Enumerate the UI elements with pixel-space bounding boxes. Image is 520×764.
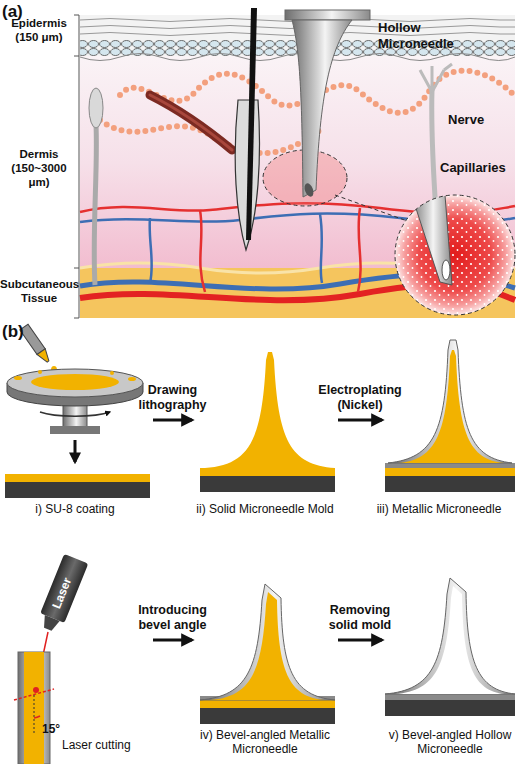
process-step: Laser cutting — [0, 550, 150, 764]
substrate — [385, 476, 515, 492]
nickel-layer — [385, 694, 515, 700]
part-label: Capillaries — [440, 160, 518, 176]
laser-nozzle — [40, 615, 59, 632]
part-label: Laser — [44, 563, 80, 624]
needle-bore-zoom — [442, 260, 450, 280]
edge-label: Drawing lithography — [137, 383, 209, 413]
part-label: (b) — [2, 322, 36, 342]
substrate — [200, 708, 335, 724]
nickel-coating — [388, 340, 512, 463]
angle-arc — [34, 716, 40, 718]
mold-core — [24, 652, 44, 764]
solid-mold — [398, 350, 505, 463]
edge-label: Electroplating (Nickel) — [316, 383, 404, 413]
capillary — [358, 208, 361, 292]
part-label: Hollow Microneedle — [378, 20, 462, 51]
needle-base — [285, 10, 370, 20]
laser-spot — [33, 687, 39, 693]
solid-mold — [205, 352, 335, 468]
laser-device — [36, 554, 89, 634]
hollow-lumen — [395, 586, 505, 694]
substrate — [385, 700, 515, 716]
nerve-ending — [420, 64, 452, 92]
step-caption: iv) Bevel-angled Metallic Microneedle — [195, 728, 335, 757]
spinner-chuck — [7, 369, 143, 397]
su8-layer — [200, 468, 335, 476]
solid-mold — [210, 592, 325, 700]
su8-film — [31, 374, 119, 390]
su8-splash — [110, 371, 114, 375]
spinner-base — [50, 426, 100, 434]
substrate — [200, 476, 335, 492]
process-arrow — [153, 419, 192, 422]
su8-layer — [5, 474, 150, 482]
process-step: i) SU-8 coating — [0, 330, 150, 520]
hollow-needle-wall — [385, 578, 515, 694]
substrate — [5, 482, 150, 498]
step-caption: i) SU-8 coating — [0, 502, 150, 516]
part-label: 15° — [42, 722, 82, 736]
pipette — [20, 324, 52, 364]
step-caption: iii) Metallic Microneedle — [363, 502, 515, 516]
process-arrow — [338, 419, 382, 422]
zoom-leader — [335, 195, 410, 222]
zoom-outline — [395, 195, 515, 315]
edge-label: Removing solid mold — [321, 603, 399, 633]
pipette-tip — [37, 349, 52, 365]
angle-reference — [34, 695, 35, 735]
needle-tip-zoom — [410, 190, 452, 285]
arrector-muscle-stripe — [150, 95, 232, 150]
step-caption: Laser cutting — [62, 738, 150, 752]
process-step: iv) Bevel-angled Metallic Microneedle — [195, 560, 335, 764]
process-arrow — [338, 639, 382, 642]
capillary — [150, 218, 152, 283]
su8-layer — [385, 468, 515, 476]
edge-label: Introducing bevel angle — [131, 603, 215, 633]
part-label: Epidermis (150 μm) — [0, 17, 78, 45]
needle-bore — [303, 182, 315, 198]
step-caption: v) Bevel-angled Hollow Microneedle — [385, 728, 515, 757]
su8-splash — [14, 376, 22, 380]
laser-body — [40, 554, 88, 623]
bevel-metallic-needle — [200, 584, 335, 700]
capillary — [320, 214, 322, 283]
process-arrow — [153, 639, 192, 642]
part-label: Dermis (150~3000 μm) — [0, 148, 78, 189]
hair-shaft — [246, 8, 257, 240]
zoom-content — [410, 190, 452, 285]
step-caption: ii) Solid Microneedle Mold — [183, 502, 347, 516]
metallic-needle — [18, 652, 50, 764]
part-label: Nerve — [448, 112, 508, 128]
capillary — [200, 210, 205, 292]
drug-dispersion — [395, 195, 515, 315]
down-arrow — [74, 440, 77, 462]
zoom-circle — [395, 195, 515, 315]
nickel-layer — [385, 463, 515, 468]
arrector-muscle — [150, 95, 232, 150]
process-step: iii) Metallic Microneedle — [385, 330, 515, 520]
process-step: v) Bevel-angled Hollow Microneedle — [385, 560, 515, 764]
hollow-microneedle — [292, 20, 352, 197]
nerve-fiber — [94, 125, 96, 285]
rotation-arrow — [40, 412, 110, 416]
su8-splash — [128, 377, 136, 381]
su8-layer — [200, 700, 335, 708]
part-label: Subcutaneous Tissue — [0, 278, 78, 306]
layer-bracket — [74, 15, 79, 318]
su8-splash — [38, 370, 42, 374]
process-step: ii) Solid Microneedle Mold — [195, 330, 335, 520]
nerve-receptor — [89, 88, 103, 128]
